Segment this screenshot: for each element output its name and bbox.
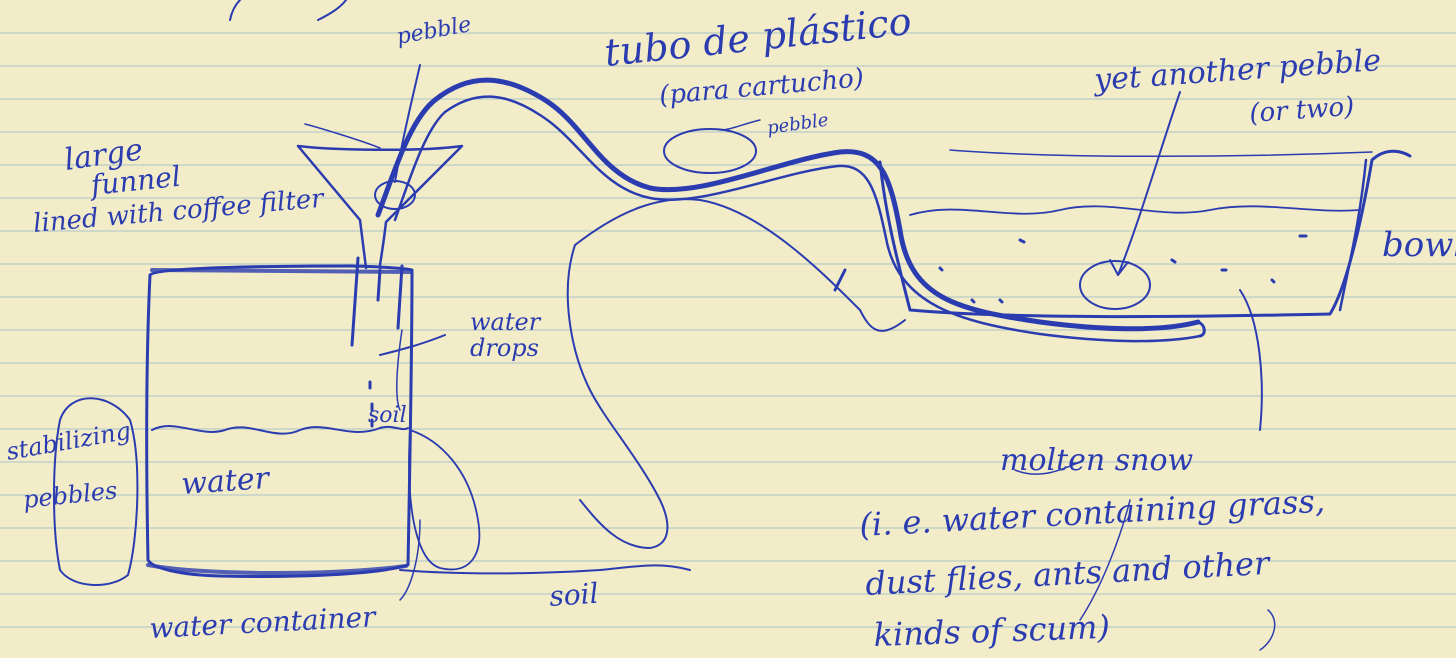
soil-mound <box>568 199 905 548</box>
label-pebble-mid: pebble <box>766 110 830 139</box>
label-tube-line2: (para cartucho) <box>658 63 865 111</box>
label-pebble-right-line1: yet another pebble <box>1091 43 1382 98</box>
label-soil-bottom: soil <box>548 577 599 613</box>
label-stabilizing-line2: pebbles <box>22 476 119 514</box>
bowl-water-surface <box>910 206 1360 215</box>
label-pebble-right-line2: (or two) <box>1248 92 1355 129</box>
label-molten-line2: (i. e. water containing grass, <box>858 482 1325 544</box>
pointer-molten <box>1240 290 1262 430</box>
label-tube-line1: tubo de plástico <box>602 0 913 75</box>
label-molten-line1: molten snow <box>1000 443 1194 478</box>
label-water-container: water container <box>149 600 378 645</box>
label-stabilizing-line1: stabilizing <box>4 416 133 465</box>
labels: pebble tubo de plástico (para cartucho) … <box>4 0 1456 654</box>
label-pebble-top: pebble <box>395 12 474 50</box>
label-water-inside: water <box>180 461 272 502</box>
label-soil-small: soil <box>368 403 407 428</box>
label-molten-line4: kinds of scum) <box>873 608 1111 654</box>
label-water-drops-line2: drops <box>470 334 539 362</box>
ruled-lines <box>0 33 1456 627</box>
label-water-drops-line1: water <box>470 308 542 336</box>
pointer-pebble-right <box>1118 92 1180 275</box>
bowl-shape <box>880 151 1410 316</box>
pointer-pebble-mid <box>720 120 760 130</box>
pebble-on-tube <box>664 129 756 173</box>
label-bowl: bowl <box>1382 225 1456 265</box>
top-scribble <box>230 0 346 20</box>
